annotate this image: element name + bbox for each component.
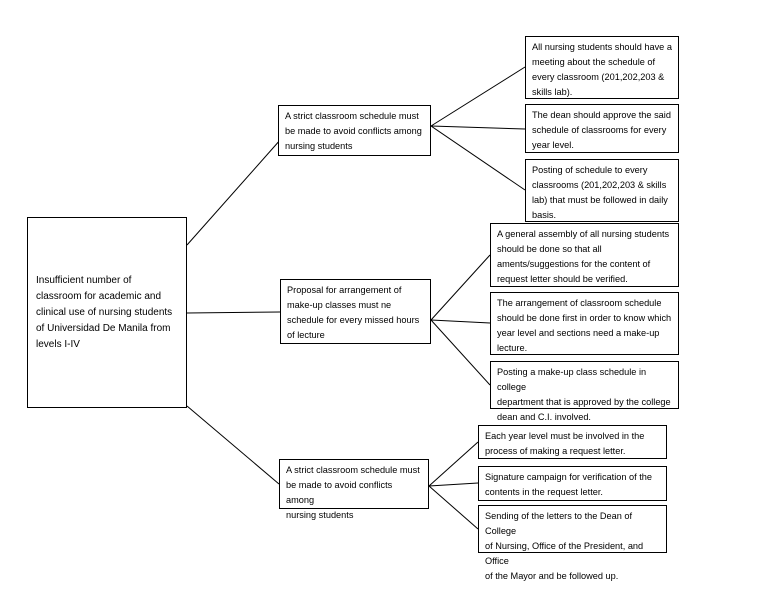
connector-root-branch-1	[186, 138, 282, 246]
branch-1-leaf-1-box: All nursing students should have a meeti…	[525, 36, 679, 99]
connector-branch-2-leaf-1	[430, 254, 491, 321]
connector-branch-2-leaf-3	[430, 319, 491, 386]
connector-branch-3-leaf-3	[428, 485, 479, 530]
branch-3-leaf-1-box: Each year level must be involved in the …	[478, 425, 667, 459]
branch-2-leaf-1-box: A general assembly of all nursing studen…	[490, 223, 679, 287]
connector-branch-1-leaf-1	[430, 66, 526, 127]
branch-2-leaf-3-box: Posting a make-up class schedule in coll…	[490, 361, 679, 422]
branch-1-leaf-3-box: Posting of schedule to every classrooms …	[525, 159, 679, 222]
connector-branch-1-leaf-3	[430, 125, 526, 191]
root-problem-box: Insufficient number of classroom for aca…	[27, 217, 187, 408]
connector-branch-3-leaf-1	[428, 441, 479, 487]
branch-1-box: A strict classroom schedule must be made…	[278, 105, 431, 156]
root-problem-text: Insufficient number of classroom for aca…	[36, 274, 173, 350]
branch-1-leaf-2-box: The dean should approve the said schedul…	[525, 104, 679, 153]
branch-3-leaf-2-box: Signature campaign for verification of t…	[478, 466, 667, 501]
branch-2-leaf-2-box: The arrangement of classroom schedule sh…	[490, 292, 679, 355]
connector-root-branch-3	[186, 405, 280, 485]
connector-branch-2-leaf-2	[430, 319, 491, 324]
connector-branch-3-leaf-2	[428, 482, 479, 487]
branch-3-leaf-3-box: Sending of the letters to the Dean of Co…	[478, 505, 667, 581]
branch-3-box: A strict classroom schedule must be made…	[279, 459, 429, 520]
connector-branch-1-leaf-2	[430, 125, 526, 130]
connector-root-branch-2	[186, 311, 281, 314]
branch-2-box: Proposal for arrangement of make-up clas…	[280, 279, 431, 344]
